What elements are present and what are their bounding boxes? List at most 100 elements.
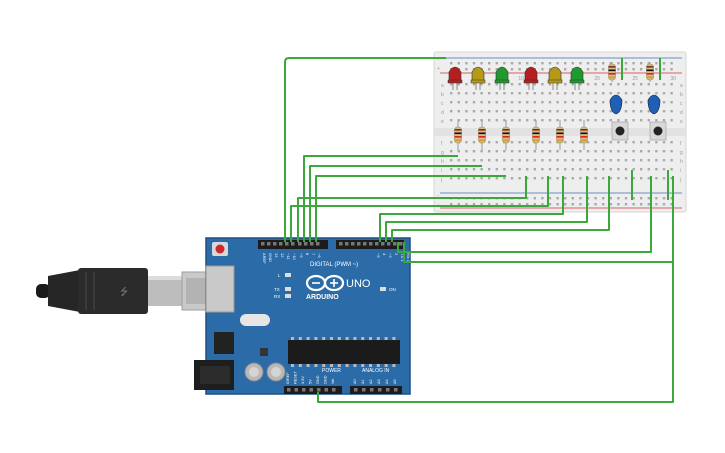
rail-hole[interactable] — [586, 62, 590, 65]
breadboard-hole[interactable] — [480, 177, 483, 180]
breadboard-hole[interactable] — [662, 83, 666, 86]
rail-hole[interactable] — [632, 203, 635, 206]
breadboard-hole[interactable] — [548, 83, 552, 86]
breadboard-hole[interactable] — [617, 141, 620, 144]
breadboard-hole[interactable] — [548, 119, 552, 122]
wire-pin3[interactable] — [385, 176, 588, 242]
rail-hole[interactable] — [655, 62, 658, 65]
breadboard-hole[interactable] — [541, 101, 544, 104]
rail-hole[interactable] — [640, 68, 643, 71]
header-hole[interactable] — [261, 242, 265, 246]
breadboard-hole[interactable] — [640, 168, 643, 171]
header-hole[interactable] — [279, 242, 283, 246]
breadboard-hole[interactable] — [617, 83, 620, 86]
rail-hole[interactable] — [548, 203, 552, 206]
breadboard-hole[interactable] — [450, 83, 453, 86]
breadboard-hole[interactable] — [564, 83, 567, 86]
breadboard-hole[interactable] — [624, 110, 628, 113]
breadboard-hole[interactable] — [617, 150, 620, 153]
resistor[interactable] — [608, 62, 616, 82]
breadboard-hole[interactable] — [533, 168, 536, 171]
header-hole[interactable] — [369, 242, 373, 246]
rail-hole[interactable] — [541, 197, 544, 200]
breadboard-hole[interactable] — [670, 150, 673, 153]
breadboard-hole[interactable] — [503, 110, 506, 113]
led[interactable] — [523, 66, 539, 90]
rail-hole[interactable] — [465, 203, 468, 206]
rail-hole[interactable] — [602, 62, 605, 65]
breadboard-hole[interactable] — [556, 177, 559, 180]
breadboard-hole[interactable] — [510, 159, 514, 162]
wire-pin13[interactable] — [290, 176, 549, 242]
resistor[interactable] — [556, 120, 564, 150]
header-hole[interactable] — [309, 388, 314, 392]
breadboard-hole[interactable] — [488, 177, 491, 180]
header-hole[interactable] — [399, 242, 403, 246]
breadboard-hole[interactable] — [526, 92, 529, 95]
breadboard-hole[interactable] — [670, 159, 673, 162]
rail-hole[interactable] — [640, 203, 643, 206]
breadboard-hole[interactable] — [655, 141, 658, 144]
breadboard-hole[interactable] — [480, 110, 483, 113]
breadboard-hole[interactable] — [632, 150, 635, 153]
breadboard-hole[interactable] — [571, 110, 574, 113]
resistor[interactable] — [580, 120, 588, 150]
breadboard-hole[interactable] — [609, 92, 612, 95]
breadboard-hole[interactable] — [503, 168, 506, 171]
breadboard-hole[interactable] — [450, 159, 453, 162]
rail-hole[interactable] — [533, 62, 536, 65]
breadboard-hole[interactable] — [602, 119, 605, 122]
rail-hole[interactable] — [488, 203, 491, 206]
breadboard-hole[interactable] — [495, 92, 498, 95]
breadboard-hole[interactable] — [556, 150, 559, 153]
rail-hole[interactable] — [526, 62, 529, 65]
breadboard-hole[interactable] — [548, 101, 552, 104]
wire-pin11[interactable] — [303, 155, 458, 242]
breadboard-hole[interactable] — [556, 119, 559, 122]
rail-hole[interactable] — [564, 62, 567, 65]
header-hole[interactable] — [298, 242, 302, 246]
breadboard-hole[interactable] — [541, 110, 544, 113]
breadboard-hole[interactable] — [472, 150, 476, 153]
breadboard-hole[interactable] — [670, 92, 673, 95]
breadboard-hole[interactable] — [640, 83, 643, 86]
breadboard-hole[interactable] — [465, 92, 468, 95]
rail-hole[interactable] — [662, 62, 666, 65]
resistor[interactable] — [502, 120, 510, 150]
rail-hole[interactable] — [655, 197, 658, 200]
breadboard-hole[interactable] — [655, 119, 658, 122]
breadboard-hole[interactable] — [480, 150, 483, 153]
rail-hole[interactable] — [579, 197, 582, 200]
breadboard-hole[interactable] — [640, 159, 643, 162]
header-hole[interactable] — [386, 388, 390, 392]
breadboard-hole[interactable] — [602, 101, 605, 104]
breadboard-hole[interactable] — [472, 110, 476, 113]
breadboard-hole[interactable] — [564, 150, 567, 153]
wire-pin1[interactable] — [397, 176, 652, 253]
wire-pin2[interactable] — [391, 176, 610, 242]
rail-hole[interactable] — [503, 203, 506, 206]
breadboard-hole[interactable] — [450, 119, 453, 122]
wire-5v-to-rail[interactable] — [317, 208, 674, 403]
rail-hole[interactable] — [640, 197, 643, 200]
rail-hole[interactable] — [510, 203, 514, 206]
breadboard-hole[interactable] — [564, 119, 567, 122]
breadboard-hole[interactable] — [457, 110, 460, 113]
breadboard-hole[interactable] — [655, 168, 658, 171]
breadboard-hole[interactable] — [640, 101, 643, 104]
breadboard-hole[interactable] — [609, 168, 612, 171]
breadboard-hole[interactable] — [670, 83, 673, 86]
rail-hole[interactable] — [564, 68, 567, 71]
breadboard-hole[interactable] — [655, 159, 658, 162]
header-hole[interactable] — [345, 242, 349, 246]
breadboard-hole[interactable] — [602, 141, 605, 144]
breadboard-hole[interactable] — [450, 150, 453, 153]
breadboard-hole[interactable] — [488, 92, 491, 95]
breadboard-hole[interactable] — [495, 141, 498, 144]
breadboard-hole[interactable] — [450, 141, 453, 144]
rail-hole[interactable] — [647, 203, 650, 206]
rail-hole[interactable] — [503, 62, 506, 65]
